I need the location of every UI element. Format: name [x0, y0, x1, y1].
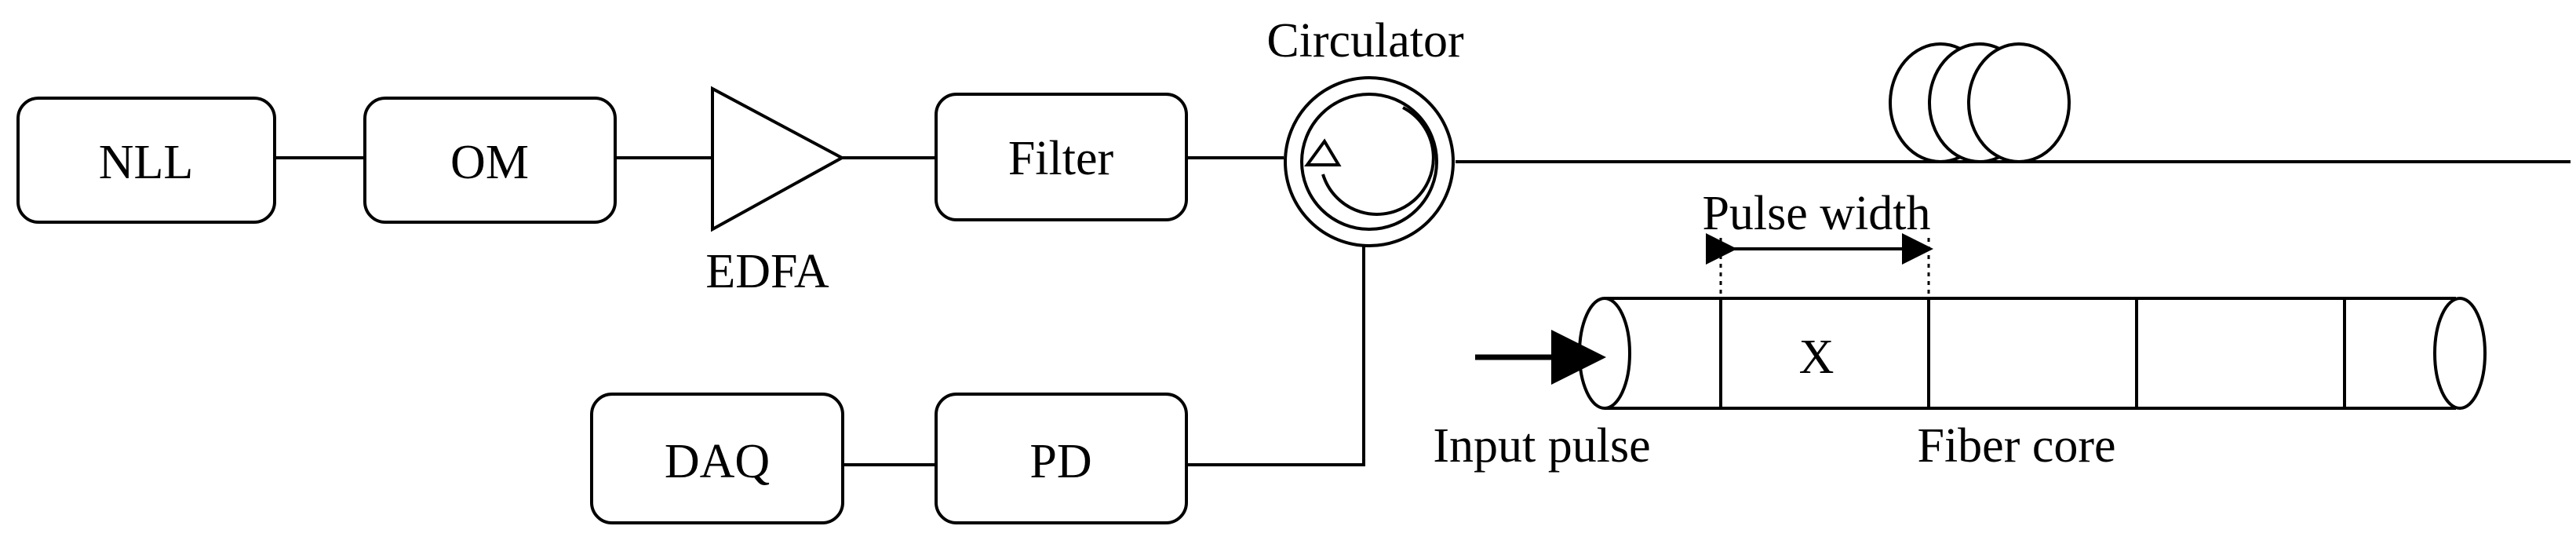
- nll-label: NLL: [99, 136, 194, 189]
- edfa-amplifier: EDFA: [705, 86, 846, 298]
- fiber-core-cylinder: [1605, 297, 2456, 410]
- daq-block: DAQ: [590, 393, 844, 524]
- fiber-core-inset: Pulse width X Input pulse Fiber core: [1433, 187, 2487, 473]
- fiber-core-right-end: [2433, 297, 2487, 410]
- fiber-core-label: Fiber core: [1917, 419, 2115, 473]
- circulator: Circulator: [1266, 14, 1464, 247]
- om-block: OM: [363, 97, 617, 224]
- pulse-width-label: Pulse width: [1702, 187, 1930, 240]
- filter-block: Filter: [935, 93, 1188, 221]
- link-circulator-pd: [1186, 243, 1365, 466]
- fiber-spool-icon: [1889, 42, 2071, 163]
- segment-x-label: X: [1799, 331, 1835, 384]
- edfa-label: EDFA: [705, 245, 829, 298]
- pd-label: PD: [1029, 435, 1091, 488]
- circulator-rotation-arc-icon: [1321, 106, 1435, 216]
- nll-block: NLL: [16, 97, 276, 224]
- edfa-triangle-icon: [711, 86, 846, 232]
- fiber-core-left-end: [1578, 297, 1631, 410]
- circulator-arrowhead-icon: [1304, 138, 1342, 166]
- input-pulse-label: Input pulse: [1433, 419, 1650, 473]
- circulator-inner-ring: [1300, 93, 1438, 231]
- circulator-label: Circulator: [1266, 14, 1464, 68]
- filter-label: Filter: [1008, 132, 1114, 185]
- pd-block: PD: [935, 393, 1188, 524]
- daq-label: DAQ: [665, 435, 770, 488]
- om-label: OM: [450, 136, 529, 189]
